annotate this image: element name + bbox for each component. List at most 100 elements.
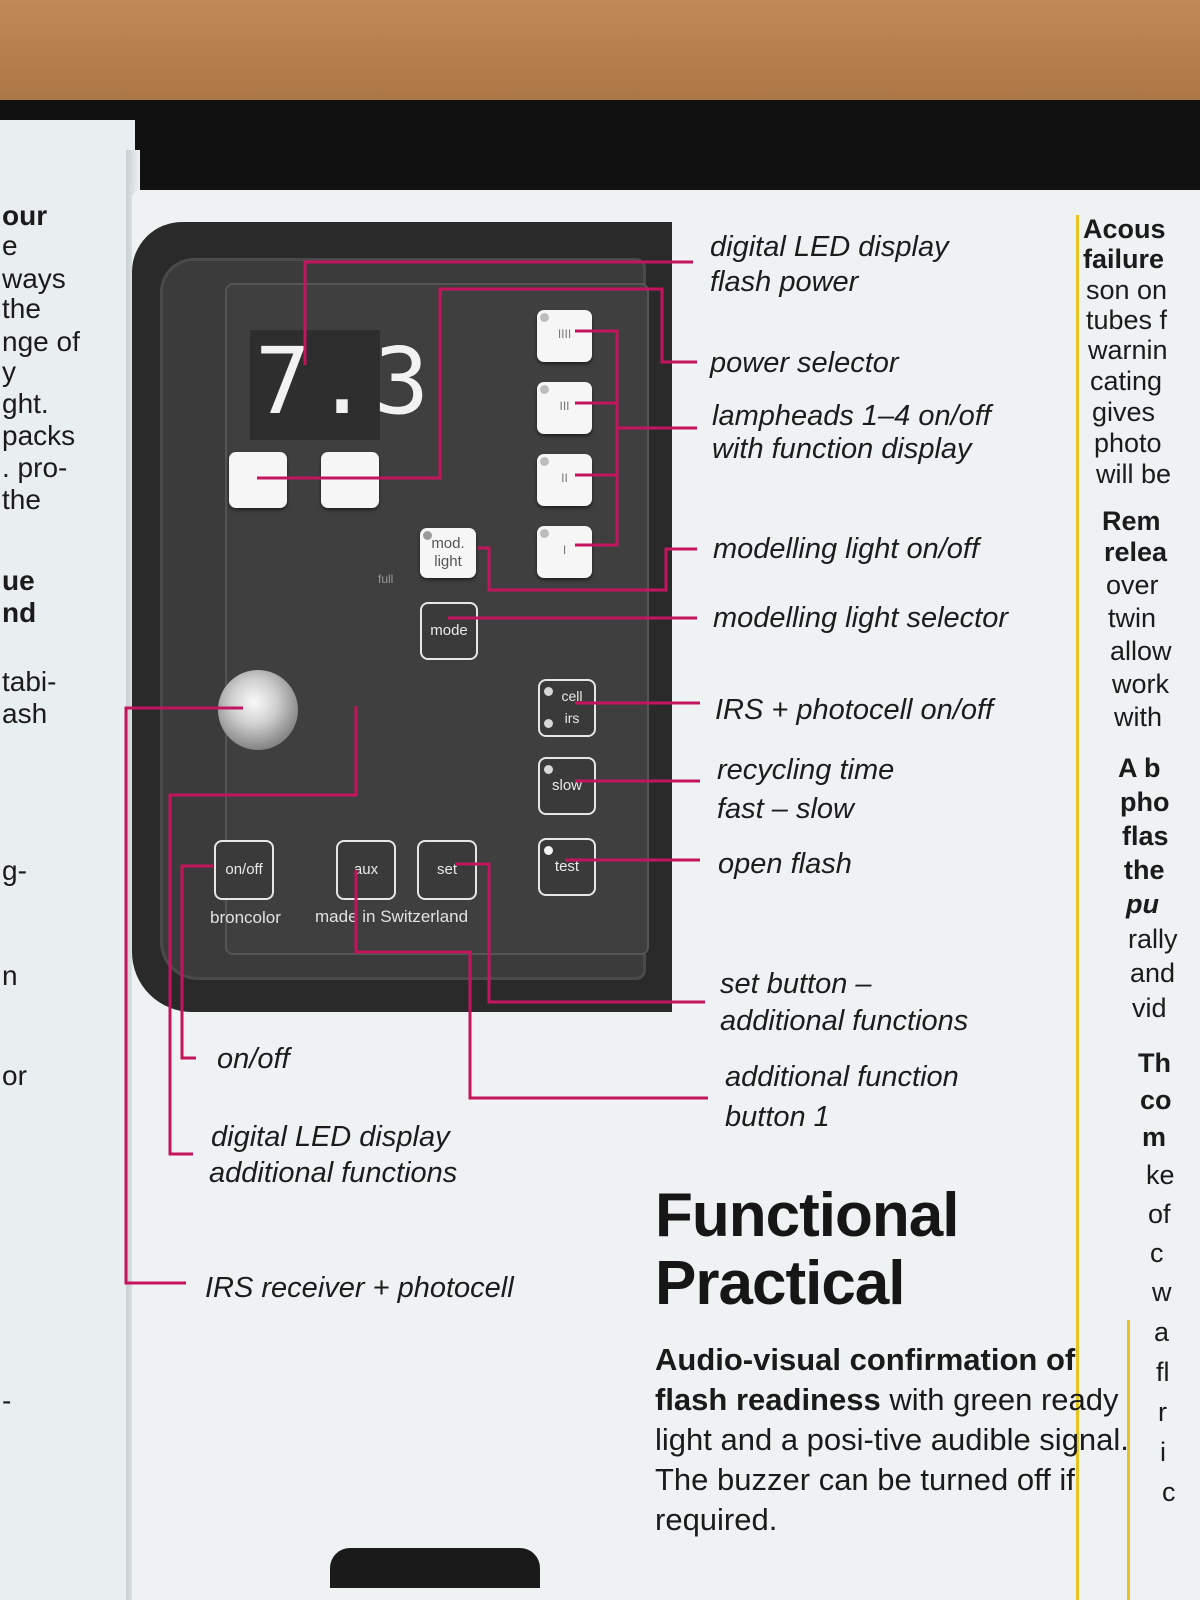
irs-receiver-photocell [218, 670, 298, 750]
leader-onoff [180, 864, 213, 1060]
left-line: nge of [2, 326, 80, 357]
annotation-set-button-2: additional functions [720, 1005, 969, 1037]
annotation-additional-button: additional function [725, 1061, 959, 1093]
set-button[interactable]: set [417, 840, 477, 900]
right-line: pho [1120, 787, 1170, 817]
annotation-recycling: recycling time [717, 754, 895, 786]
lamp-1-button[interactable]: I [537, 526, 592, 578]
modelling-light-label-1: mod. [431, 535, 465, 552]
right-line: photo [1094, 428, 1162, 458]
lamp-4-label: IIII [557, 327, 572, 341]
left-line: our [2, 200, 48, 231]
lamp-2-button[interactable]: II [537, 454, 592, 506]
right-line: c [1162, 1477, 1176, 1507]
right-line: relea [1104, 537, 1168, 567]
right-line: Th [1138, 1048, 1171, 1078]
left-line: tabi- [2, 666, 57, 697]
led-display-window [250, 330, 380, 440]
right-line: Acous [1083, 214, 1166, 244]
aux-button[interactable]: aux [336, 840, 396, 900]
right-line: tubes f [1086, 305, 1168, 335]
right-line: A b [1118, 753, 1161, 783]
annotation-led-flash-power: digital LED display [710, 231, 949, 263]
right-line: warnin [1088, 335, 1168, 365]
modelling-light-label-2: light [434, 553, 462, 570]
annotation-irs-receiver: IRS receiver + photocell [205, 1272, 514, 1304]
right-line: and [1130, 958, 1176, 988]
heading-line-2: Practical [655, 1249, 906, 1318]
annotation-led-additional: digital LED display [211, 1121, 450, 1153]
lamp-4-button[interactable]: IIII [537, 310, 592, 362]
annotation-lampheads-2: with function display [712, 433, 972, 465]
left-line: g- [2, 855, 27, 886]
left-line: ash [2, 698, 48, 729]
right-line: with [1114, 702, 1163, 732]
left-line: - [2, 1385, 12, 1416]
power-up-button[interactable] [321, 452, 379, 508]
right-line: pu [1126, 889, 1159, 919]
indicator-light [540, 385, 549, 394]
left-line: ways [2, 263, 66, 294]
indicator-light [540, 529, 549, 538]
lamp-1-label: I [562, 543, 567, 557]
feature-paragraph: Audio-visual confirmation of flash readi… [655, 1340, 1130, 1540]
full-label: full [378, 572, 394, 586]
left-line: packs [2, 420, 76, 451]
annotation-onoff: on/off [217, 1043, 290, 1075]
annotation-irs-photocell: IRS + photocell on/off [715, 694, 994, 726]
slow-button[interactable]: slow [538, 757, 596, 815]
on-off-button[interactable]: on/off [214, 840, 274, 900]
right-line: failure [1083, 244, 1165, 274]
right-line: Rem [1102, 506, 1161, 536]
annotation-led-flash-power-2: flash power [710, 266, 859, 298]
right-line: of [1148, 1199, 1171, 1229]
right-line: son on [1086, 275, 1168, 305]
annotation-power-selector: power selector [710, 347, 899, 379]
power-down-button[interactable] [229, 452, 287, 508]
left-page [0, 120, 135, 1600]
right-line: co [1140, 1085, 1172, 1115]
made-in-label: made in Switzerland [315, 907, 469, 926]
slow-label: slow [551, 777, 582, 794]
column-rule [1076, 215, 1079, 1600]
annotation-recycling-2: fast – slow [717, 793, 854, 825]
indicator-light [544, 765, 553, 774]
left-line: ght. [2, 388, 49, 419]
right-line: allow [1110, 636, 1172, 666]
heading-line-1: Functional [655, 1181, 959, 1250]
leader-led-additional [168, 706, 358, 1156]
leader-led-flash-power [303, 260, 693, 365]
cell-irs-button[interactable]: cell irs [538, 679, 596, 737]
test-button[interactable]: test [538, 838, 596, 896]
leader-lamphead-bracket [575, 329, 619, 547]
annotation-modelling-onoff: modelling light on/off [713, 533, 979, 565]
left-line: e [2, 230, 18, 261]
annotation-modelling-selector: modelling light selector [713, 602, 1008, 634]
irs-label: irs [564, 710, 580, 726]
left-line: or [2, 1060, 27, 1091]
annotation-additional-button-2: button 1 [725, 1101, 830, 1133]
right-line: twin [1108, 603, 1157, 633]
mode-button[interactable]: mode [420, 602, 478, 660]
right-line: a [1154, 1317, 1170, 1347]
modelling-light-button[interactable]: mod. light [420, 528, 476, 578]
column-rule [1127, 1320, 1130, 1600]
right-line: work [1112, 669, 1170, 699]
section-heading: Functional Practical [655, 1181, 959, 1318]
indicator-light [540, 457, 549, 466]
right-line: rally [1128, 924, 1178, 954]
right-line: m [1142, 1122, 1167, 1152]
led-display: 7.3 [255, 328, 434, 435]
leader-power-selector [257, 287, 697, 480]
leader-aux-button [354, 870, 708, 1100]
leader-set-button [455, 862, 705, 1004]
right-line: will be [1096, 459, 1172, 489]
right-line: gives [1092, 397, 1156, 427]
right-line: fl [1156, 1357, 1170, 1387]
right-line: vid [1132, 993, 1167, 1023]
left-line: nd [2, 597, 37, 628]
indicator-light [544, 719, 553, 728]
lamp-3-button[interactable]: III [537, 382, 592, 434]
annotation-lampheads: lampheads 1–4 on/off [712, 400, 991, 432]
